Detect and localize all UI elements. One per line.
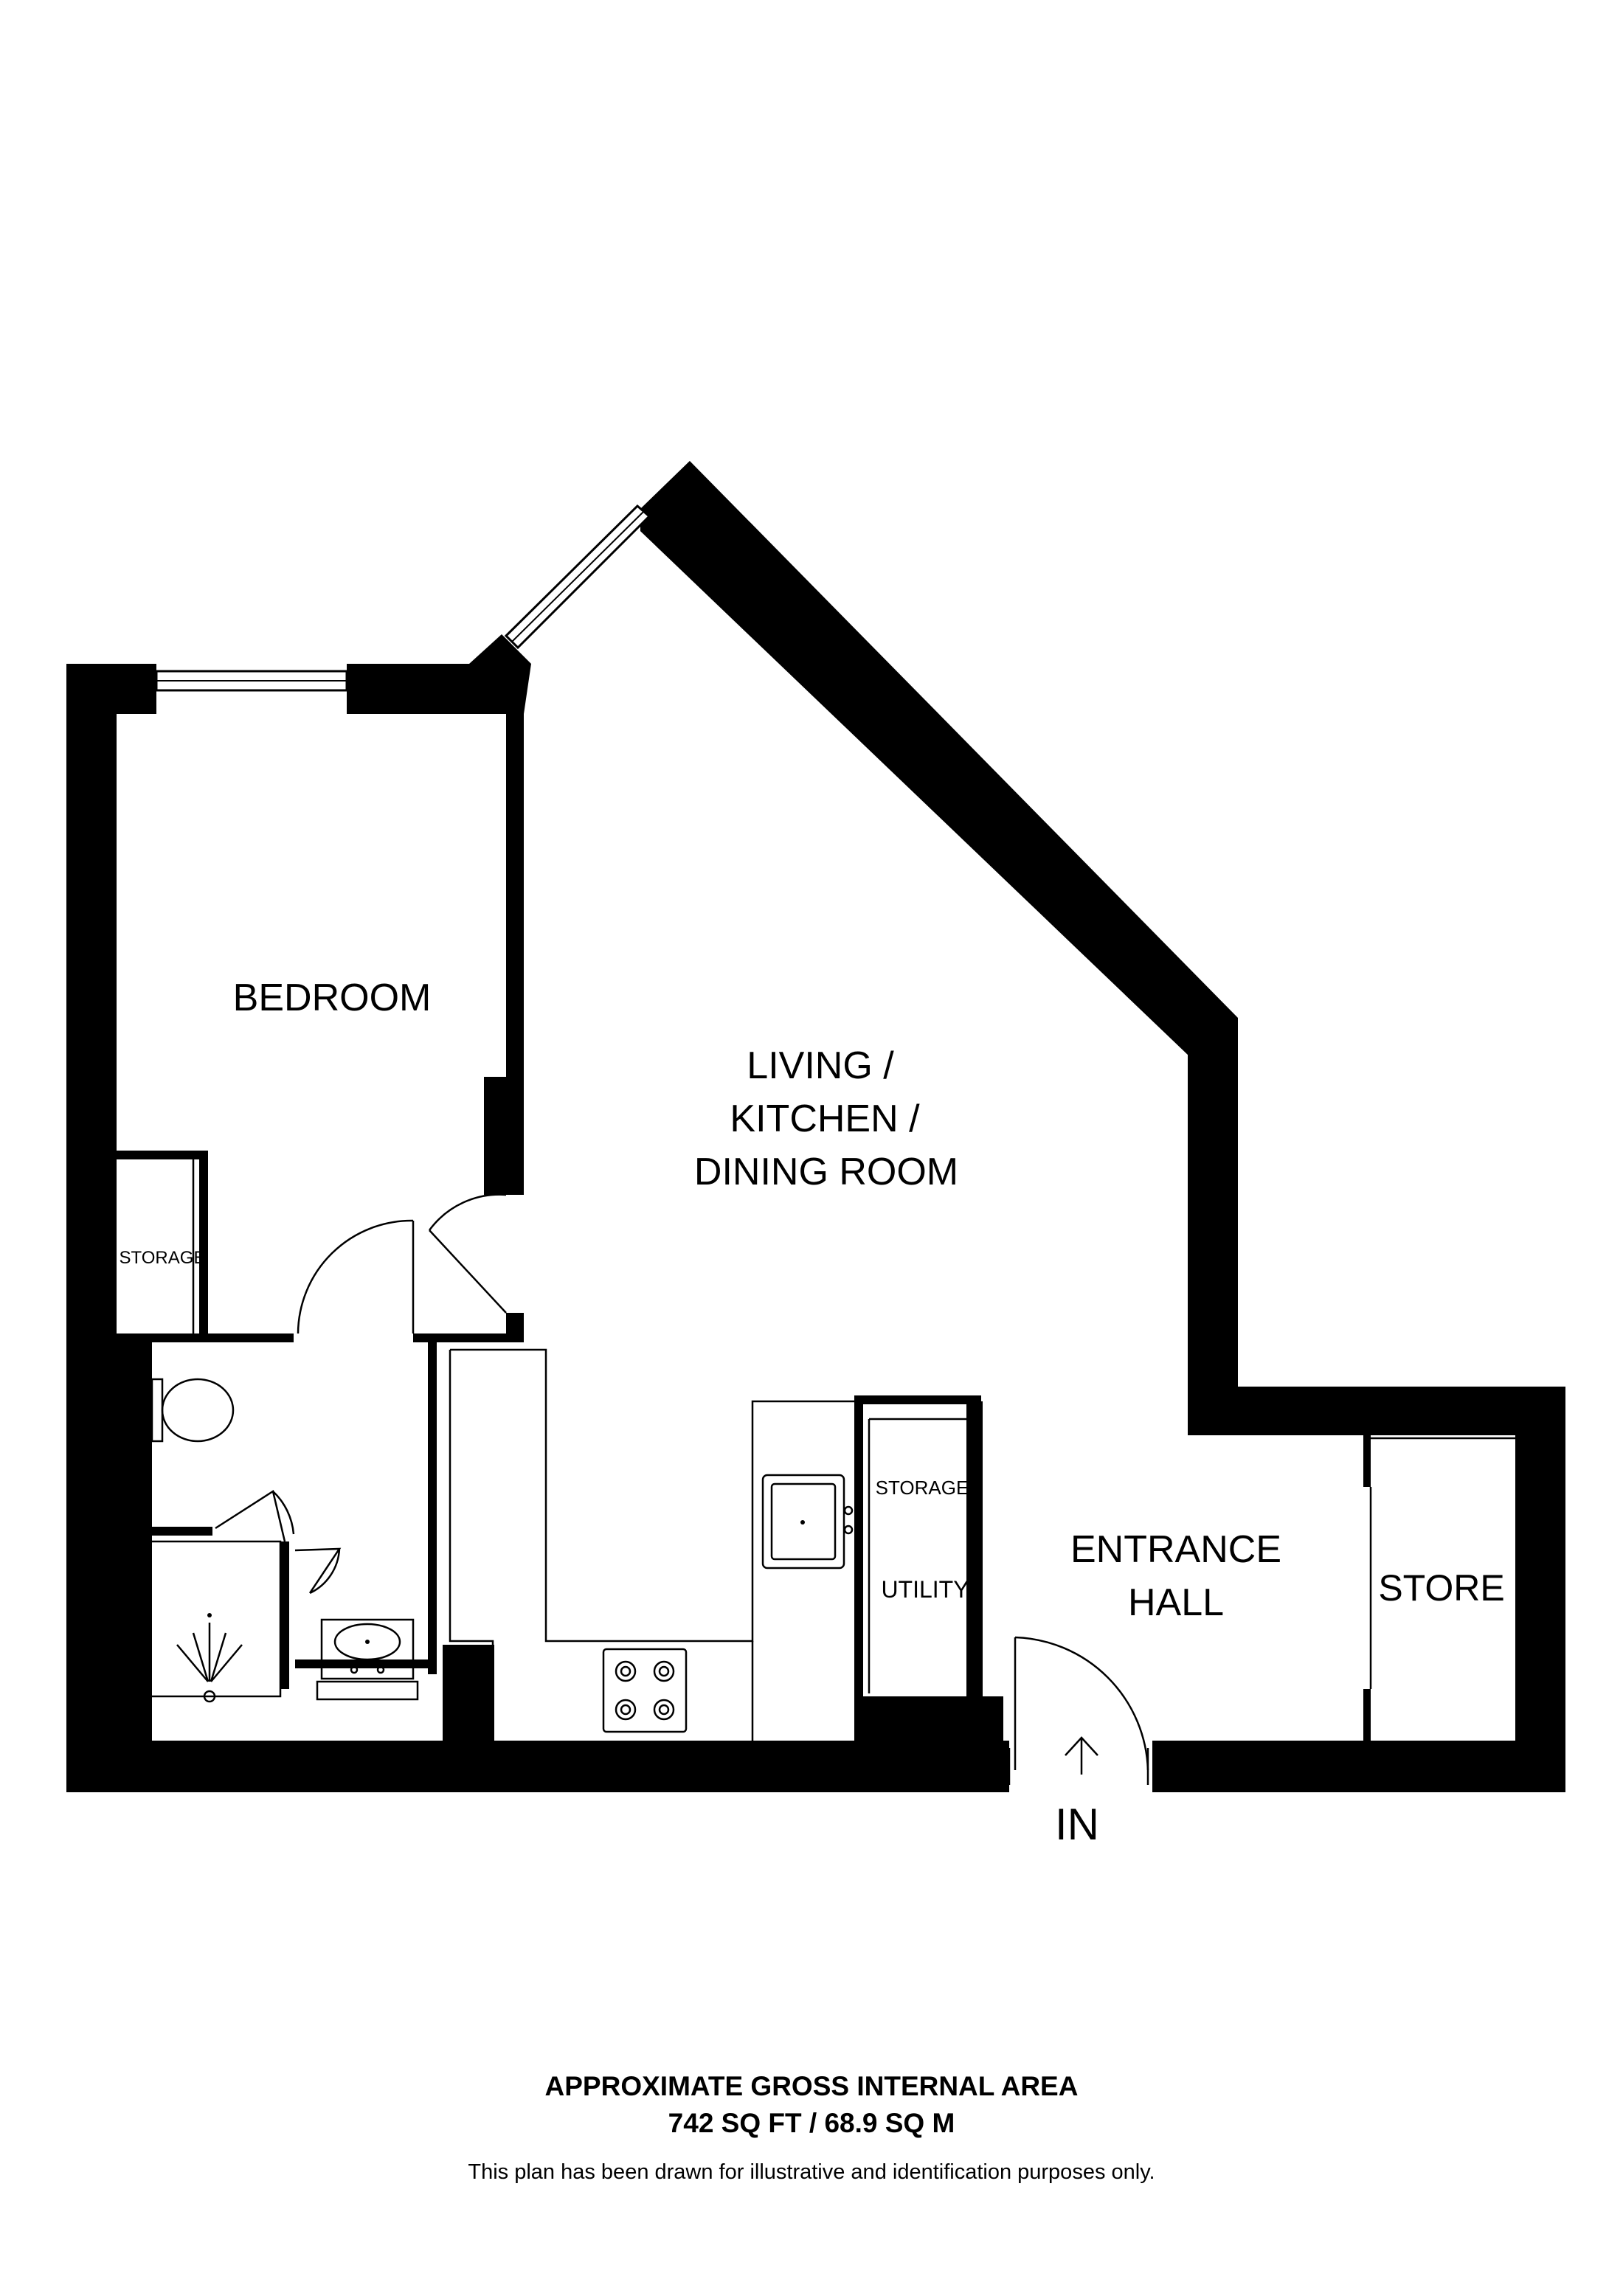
kitchen-storage-label: STORAGE [876, 1477, 969, 1499]
bathroom-door [215, 1489, 295, 1542]
entrance-label-line2: HALL [1128, 1581, 1224, 1624]
living-label-line2: KITCHEN / [730, 1097, 920, 1140]
doors [215, 1193, 1149, 1785]
living-label-line1: LIVING / [747, 1044, 894, 1087]
entry-arrow-icon [1065, 1736, 1098, 1775]
bedroom-label: BEDROOM [233, 977, 432, 1019]
outer-walls [66, 461, 1565, 1792]
disclaimer: This plan has been drawn for illustrativ… [468, 2160, 1155, 2184]
bedroom-storage-label: STORAGE [120, 1248, 206, 1268]
internal-walls [117, 1151, 1371, 1742]
living-label-line3: DINING ROOM [694, 1151, 958, 1193]
entry-label: IN [1055, 1800, 1099, 1849]
fixtures [128, 1159, 1515, 1741]
bedroom-door [297, 1219, 415, 1334]
hob-icon [602, 1648, 688, 1733]
shower-icon [176, 1613, 243, 1703]
room-labels: BEDROOM LIVING / KITCHEN / DINING ROOM S… [120, 977, 1505, 1849]
living-door [428, 1193, 507, 1314]
area-value: 742 SQ FT / 68.9 SQ M [668, 2108, 955, 2138]
bathroom-sink-icon [316, 1618, 419, 1701]
store-label: STORE [1378, 1567, 1504, 1609]
utility-label: UTILITY [881, 1576, 969, 1603]
toilet-icon [150, 1378, 235, 1443]
windows [155, 504, 651, 692]
entrance-label-line1: ENTRANCE [1070, 1528, 1281, 1571]
kitchen-sink-icon [761, 1474, 845, 1570]
entrance-door[interactable] [1014, 1636, 1149, 1771]
area-title: APPROXIMATE GROSS INTERNAL AREA [544, 2071, 1079, 2101]
